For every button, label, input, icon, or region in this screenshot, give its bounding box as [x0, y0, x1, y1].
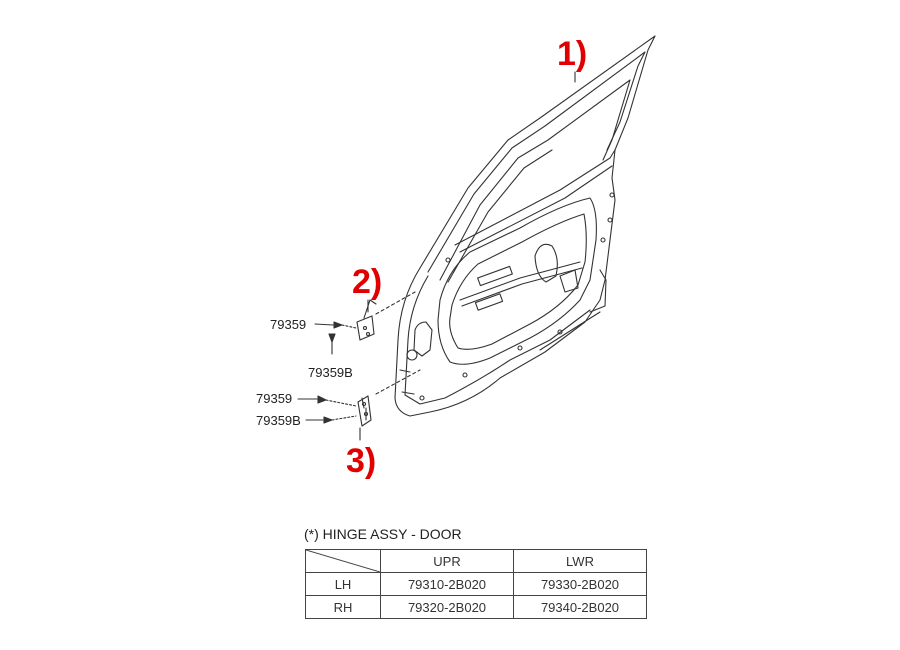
upper-bolt-leader	[314, 323, 334, 326]
label-upper-bolt: 79359	[270, 317, 307, 332]
part-number-cell: 79310-2B020	[380, 572, 514, 596]
label-upper-bolt-b: 79359B	[308, 365, 353, 380]
table-row: LH 79310-2B020 79330-2B020	[305, 572, 647, 596]
row-side-cell: LH	[305, 572, 381, 596]
column-header-upr: UPR	[380, 549, 514, 573]
callout-lower-hinge: 3)	[346, 442, 377, 480]
callout-door: 1)	[557, 35, 588, 73]
hinge-part-table: UPR LWR LH 79310-2B020 79330-2B020 RH 79…	[305, 549, 647, 619]
table-caption: (*) HINGE ASSY - DOOR	[304, 526, 462, 542]
table-row: RH 79320-2B020 79340-2B020	[305, 595, 647, 619]
label-lower-bolt-b: 79359B	[256, 413, 301, 428]
door-panel-outline	[394, 177, 616, 417]
table-corner-cell	[305, 549, 381, 573]
column-header-lwr: LWR	[513, 549, 647, 573]
part-number-cell: 79320-2B020	[380, 595, 514, 619]
table-header-row: UPR LWR	[305, 549, 647, 573]
part-number-cell: 79330-2B020	[513, 572, 647, 596]
door-inner-opening	[437, 197, 597, 365]
label-lower-bolt: 79359	[256, 391, 293, 406]
row-side-cell: RH	[305, 595, 381, 619]
upper-hinge	[356, 299, 377, 341]
lower-hinge	[357, 395, 372, 427]
part-number-cell: 79340-2B020	[513, 595, 647, 619]
callout-upper-hinge: 2)	[352, 263, 383, 301]
door-window-frame	[419, 35, 656, 269]
